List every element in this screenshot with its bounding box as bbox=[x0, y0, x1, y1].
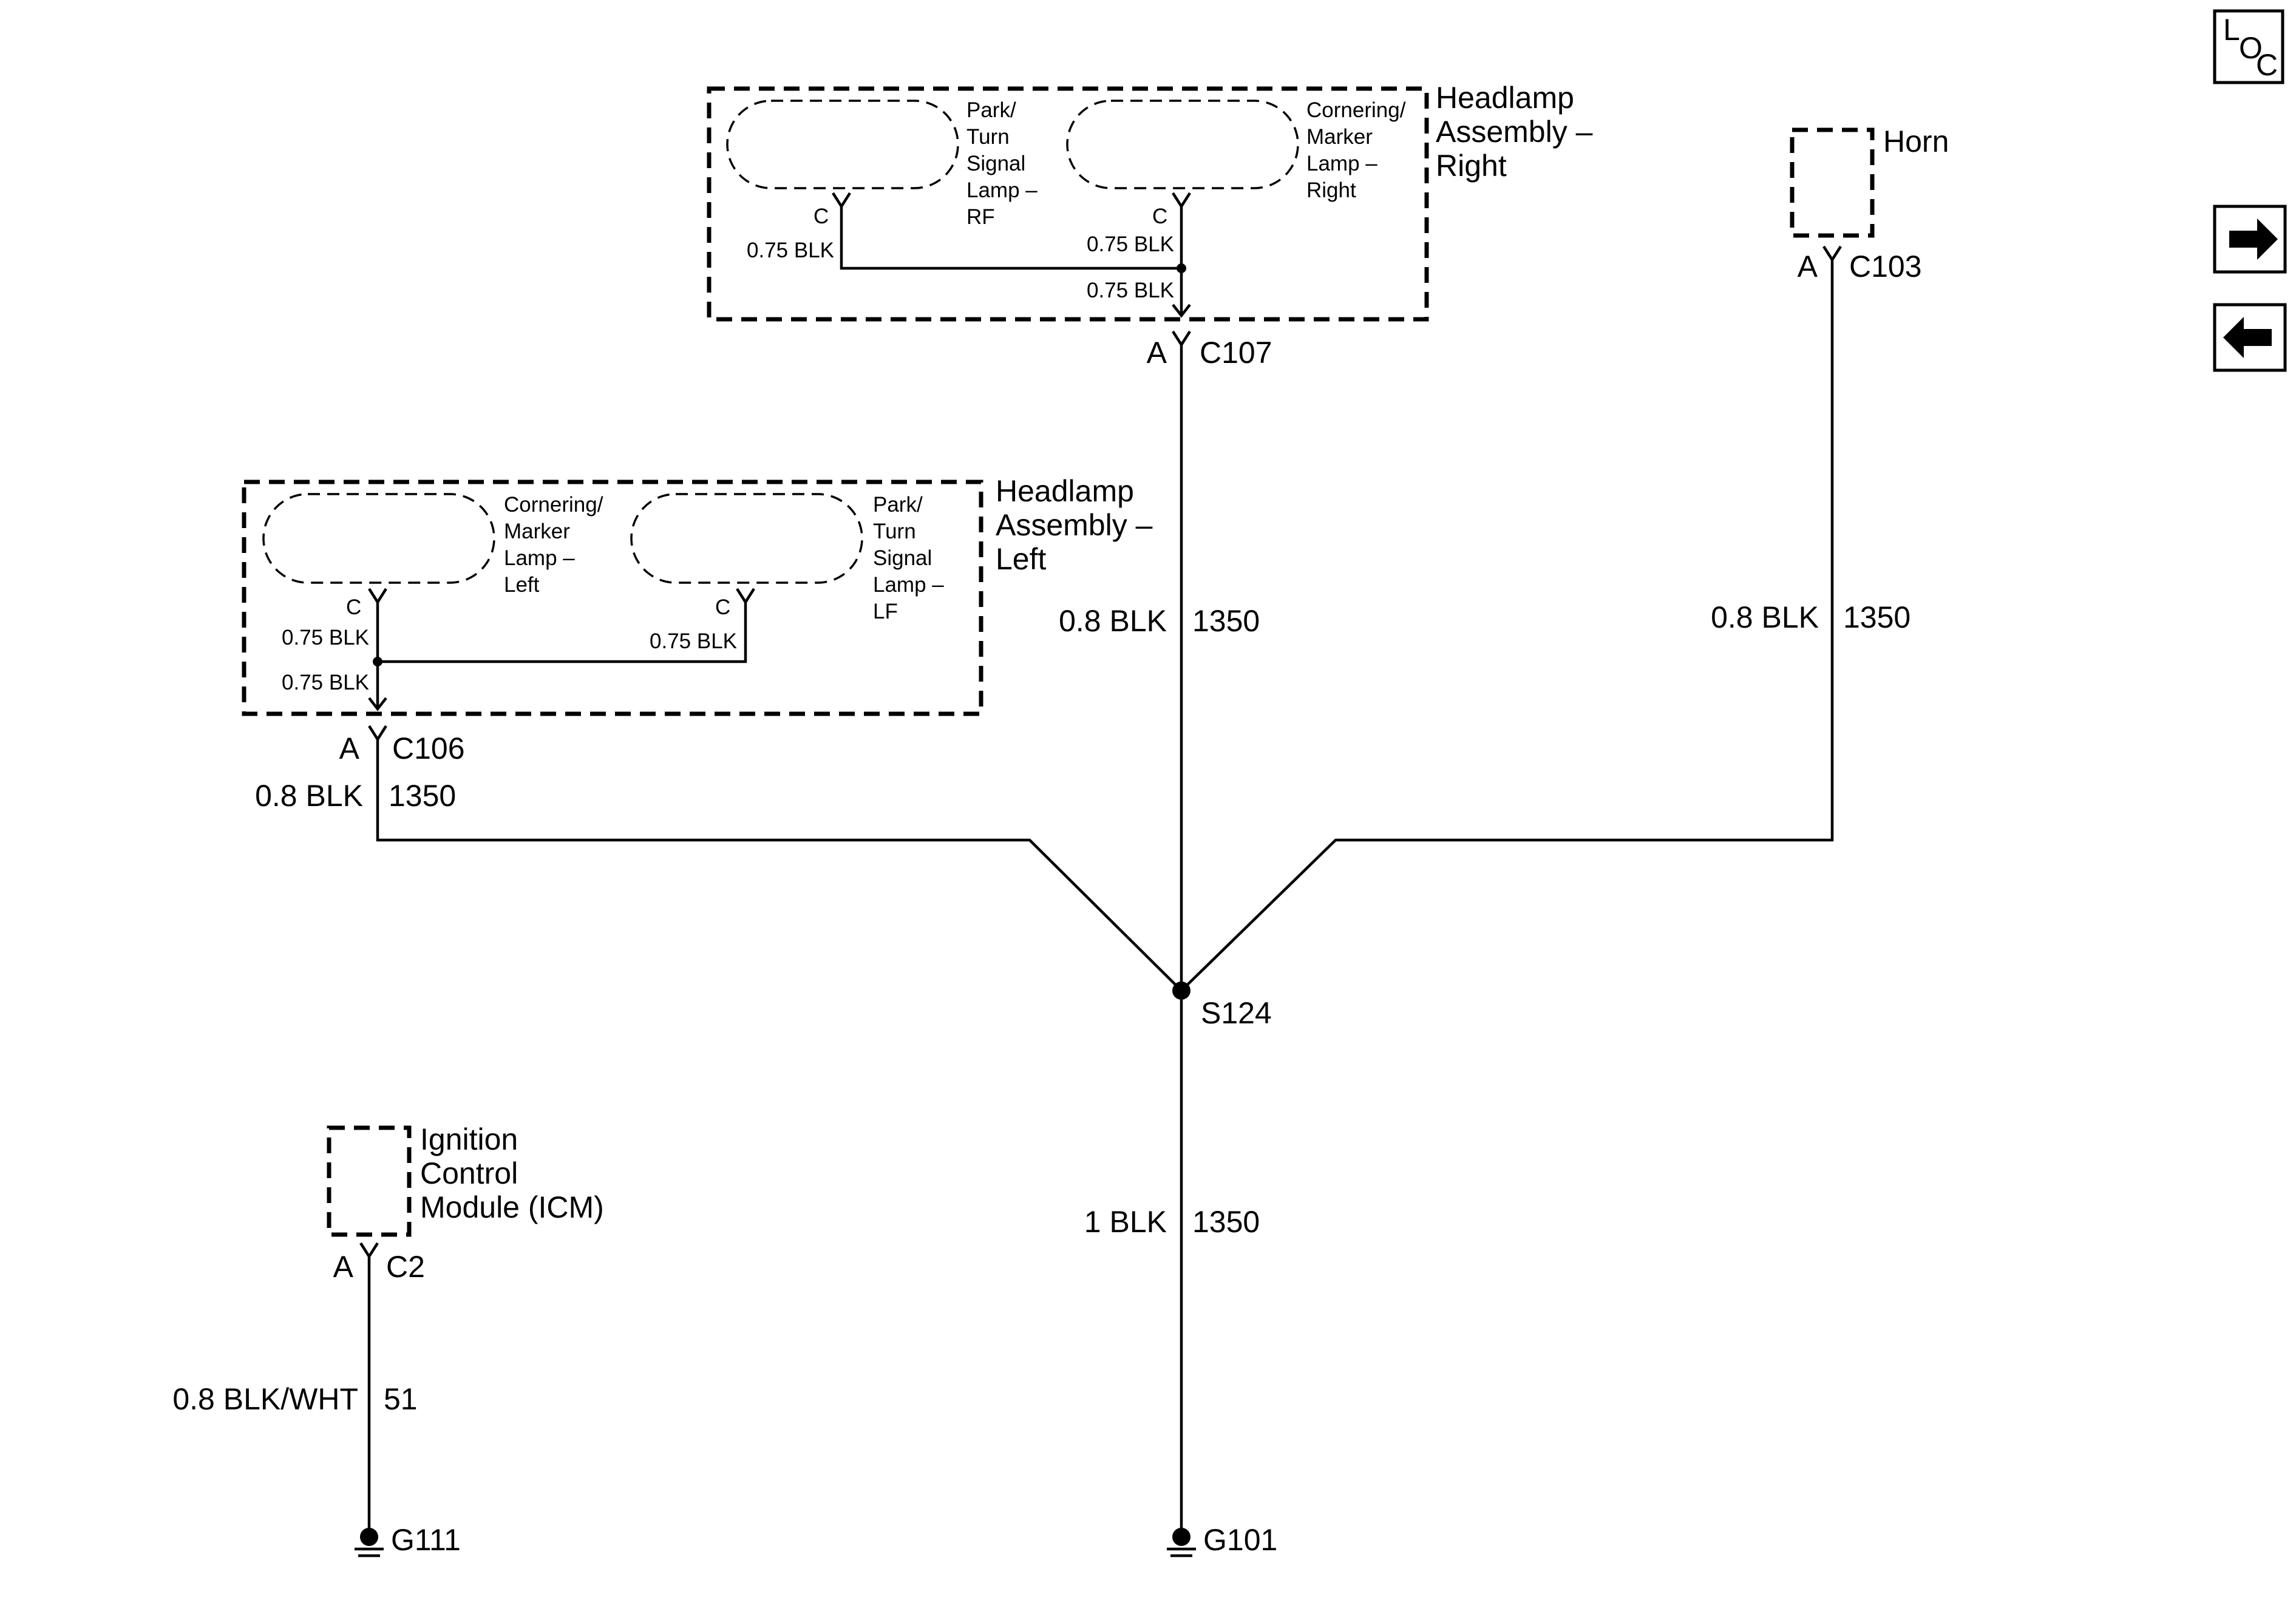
headlamp-assembly-left: Cornering/ Marker Lamp – Left Park/ Turn… bbox=[242, 474, 1161, 716]
loc-letter-c: C bbox=[2256, 48, 2278, 82]
wire-left-circuit: 1350 bbox=[389, 779, 456, 813]
c103-pin: A bbox=[1798, 249, 1818, 283]
headlamp-left-boundary bbox=[242, 480, 983, 716]
park-lamp-rf-label: Park/ Turn Signal Lamp – RF bbox=[966, 98, 1043, 229]
splice-s124-label: S124 bbox=[1201, 996, 1272, 1030]
c107-pin: A bbox=[1147, 336, 1167, 370]
c106-connector-label: C106 bbox=[392, 731, 465, 765]
headlamp-assembly-right: Park/ Turn Signal Lamp – RF Cornering/ M… bbox=[707, 81, 1601, 322]
forward-button[interactable] bbox=[2213, 205, 2287, 274]
ground-g101-label: G101 bbox=[1203, 1523, 1277, 1557]
horn-label: Horn bbox=[1883, 124, 1949, 158]
wire-label-cornering-left: 0.75 BLK bbox=[282, 626, 369, 649]
wire-label-cornering-right: 0.75 BLK bbox=[1087, 232, 1174, 256]
wire-ground-main-gauge: 1 BLK bbox=[1084, 1205, 1167, 1239]
cornering-lamp-left-label: Cornering/ Marker Lamp – Left bbox=[504, 493, 609, 597]
cornering-lamp-right-label: Cornering/ Marker Lamp – Right bbox=[1306, 98, 1411, 202]
wire-label-left-out: 0.75 BLK bbox=[282, 671, 369, 694]
headlamp-right-title: Headlamp Assembly – Right bbox=[1436, 81, 1601, 183]
wire-label-park-lf: 0.75 BLK bbox=[650, 629, 737, 653]
c106-pin: A bbox=[339, 731, 360, 765]
wire-right-circuit: 1350 bbox=[1192, 604, 1260, 638]
ground-g101-icon bbox=[1167, 1528, 1196, 1558]
wire-right-gauge: 0.8 BLK bbox=[1059, 604, 1167, 638]
park-turn-lamp-rf bbox=[726, 100, 959, 189]
wire-horn-circuit: 1350 bbox=[1843, 600, 1911, 634]
loc-letter-l: L bbox=[2223, 13, 2240, 47]
wire-horn-gauge: 0.8 BLK bbox=[1711, 600, 1819, 634]
wire-label-park-rf: 0.75 BLK bbox=[747, 239, 834, 262]
c103-connector-label: C103 bbox=[1849, 249, 1922, 283]
loc-letter-o: O bbox=[2239, 31, 2263, 65]
arrow-right-icon bbox=[2229, 219, 2278, 260]
c2-connector-label: C2 bbox=[386, 1250, 425, 1284]
horn-boundary bbox=[1790, 127, 1875, 238]
wire-icm-gauge: 0.8 BLK/WHT bbox=[172, 1382, 358, 1416]
park-lamp-lf-label: Park/ Turn Signal Lamp – LF bbox=[873, 493, 949, 623]
cornering-marker-lamp-left bbox=[262, 493, 495, 584]
pin-c-park-lf: C bbox=[715, 595, 730, 619]
icm-component: Ignition Control Module (ICM) bbox=[327, 1122, 604, 1237]
ground-g111-label: G111 bbox=[391, 1523, 461, 1557]
icm-label: Ignition Control Module (ICM) bbox=[420, 1122, 604, 1224]
c2-pin: A bbox=[333, 1250, 354, 1284]
park-turn-lamp-lf bbox=[630, 493, 863, 584]
c107-connector-label: C107 bbox=[1200, 336, 1272, 370]
arrow-left-icon bbox=[2223, 317, 2272, 358]
wire-icm-circuit: 51 bbox=[384, 1382, 418, 1416]
wire-left-gauge: 0.8 BLK bbox=[255, 779, 363, 813]
pin-c-cornering-right: C bbox=[1152, 205, 1167, 228]
back-button[interactable] bbox=[2213, 303, 2287, 372]
pin-c-park-rf: C bbox=[813, 205, 829, 228]
headlamp-right-boundary bbox=[707, 86, 1429, 322]
wire-label-right-out: 0.75 BLK bbox=[1087, 279, 1174, 302]
wire-ground-main-circuit: 1350 bbox=[1192, 1205, 1260, 1239]
icm-boundary bbox=[327, 1125, 412, 1237]
ground-g111-icon bbox=[355, 1528, 384, 1558]
cornering-marker-lamp-right bbox=[1066, 100, 1299, 189]
pin-c-cornering-left: C bbox=[346, 595, 361, 619]
loc-button[interactable]: L O C bbox=[2213, 9, 2284, 84]
headlamp-left-title: Headlamp Assembly – Left bbox=[996, 474, 1161, 576]
horn-component: Horn bbox=[1790, 124, 1949, 238]
